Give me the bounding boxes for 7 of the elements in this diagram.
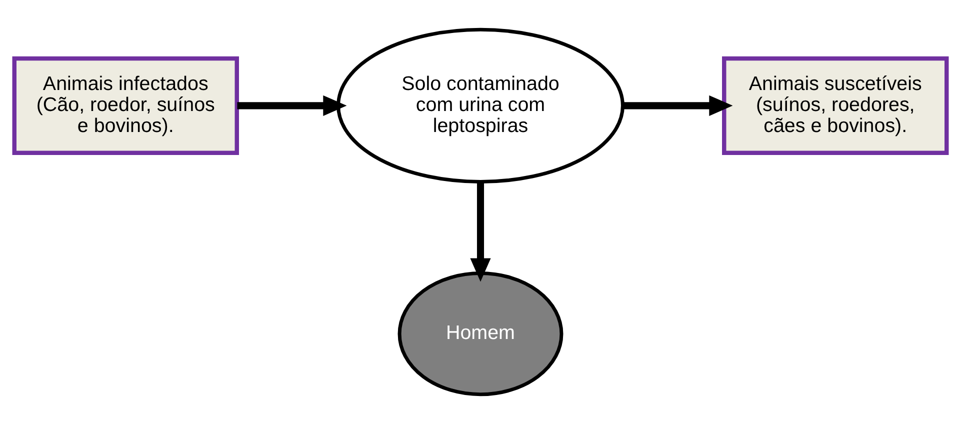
arrow [470,182,491,282]
node-box: Animais infectados (Cão, roedor, suínos e bovinos). [12,56,239,155]
node-box: Animais suscetíveis (suínos, roedores, cães e bovinos). [722,56,949,155]
node-ellipse: Solo contaminado com urina com leptospiras [336,28,624,184]
node-ellipse: Homem [398,272,564,396]
arrow [237,95,347,116]
arrow [623,95,733,116]
